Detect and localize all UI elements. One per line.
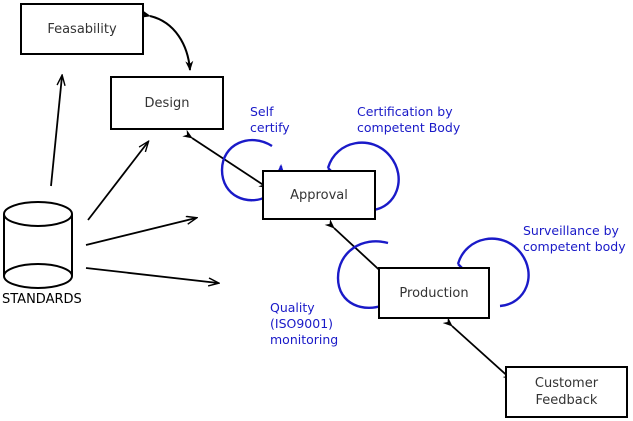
node-approval-label: Approval xyxy=(290,187,348,203)
node-feasability-label: Feasability xyxy=(47,21,117,37)
annotation-quality-iso9001-monitoring: Quality (ISO9001) monitoring xyxy=(270,300,339,347)
node-production[interactable]: Production xyxy=(378,267,490,319)
node-design[interactable]: Design xyxy=(110,76,224,130)
node-approval[interactable]: Approval xyxy=(262,170,376,220)
standards-cylinder-icon xyxy=(3,201,73,289)
annotation-certification-by-competent-body: Certification by competent Body xyxy=(357,104,461,135)
annotation-surveillance-by-competent-body: Surveillance by competent body xyxy=(523,223,626,254)
node-design-label: Design xyxy=(144,95,190,111)
annotation-self-certify: Self certify xyxy=(250,104,290,135)
node-feasability[interactable]: Feasability xyxy=(20,3,144,55)
flow-feasability-design xyxy=(140,10,194,71)
node-customer-feedback-label: Customer Feedback xyxy=(534,376,599,408)
flow-standards-production xyxy=(85,267,218,283)
flow-standards-design xyxy=(87,142,148,221)
flow-design-approval xyxy=(182,129,269,189)
standards-store-label: STANDARDS xyxy=(2,292,82,307)
flow-production-customer-feedback xyxy=(442,317,513,381)
flow-standards-approval xyxy=(85,218,196,246)
node-customer-feedback[interactable]: Customer Feedback xyxy=(505,366,628,418)
node-production-label: Production xyxy=(399,285,469,301)
flow-standards-feasability xyxy=(50,76,62,187)
